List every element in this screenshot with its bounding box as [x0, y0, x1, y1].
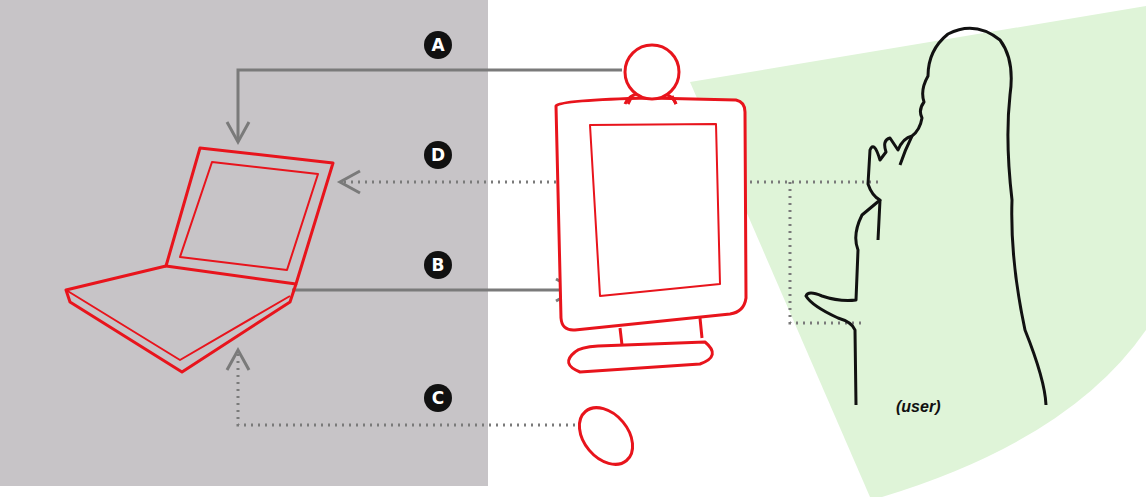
callout-letter: A [424, 31, 452, 59]
mouse-arrow [227, 350, 575, 425]
arrow-line [238, 352, 575, 425]
monitor-neck [620, 318, 702, 345]
arrow-line [292, 289, 574, 292]
callout-letter: C [424, 384, 452, 412]
monitor [556, 45, 746, 372]
computer-zone [0, 0, 488, 486]
callout-letter: B [424, 251, 452, 279]
laptop-edge [66, 290, 290, 360]
user-label: (user) [896, 398, 940, 416]
arrow-head [340, 171, 360, 193]
monitor-frame [556, 98, 746, 330]
mouse [569, 397, 644, 474]
arrow-line [790, 182, 866, 323]
camera-view-cone [690, 6, 1146, 497]
user-arm [878, 136, 912, 240]
laptop [66, 148, 333, 372]
arrow-head [227, 122, 249, 142]
monitor-base [569, 342, 713, 372]
webcam [625, 45, 679, 99]
laptop-base [66, 266, 296, 372]
monitor-screen [590, 124, 720, 296]
user-silhouette [806, 28, 1046, 405]
laptop-display [180, 162, 318, 270]
webcam-stand [628, 96, 676, 104]
callout-letter: D [424, 141, 452, 169]
arrow-head [227, 350, 249, 370]
display-arrow [292, 279, 576, 301]
laptop-screen [166, 148, 333, 284]
